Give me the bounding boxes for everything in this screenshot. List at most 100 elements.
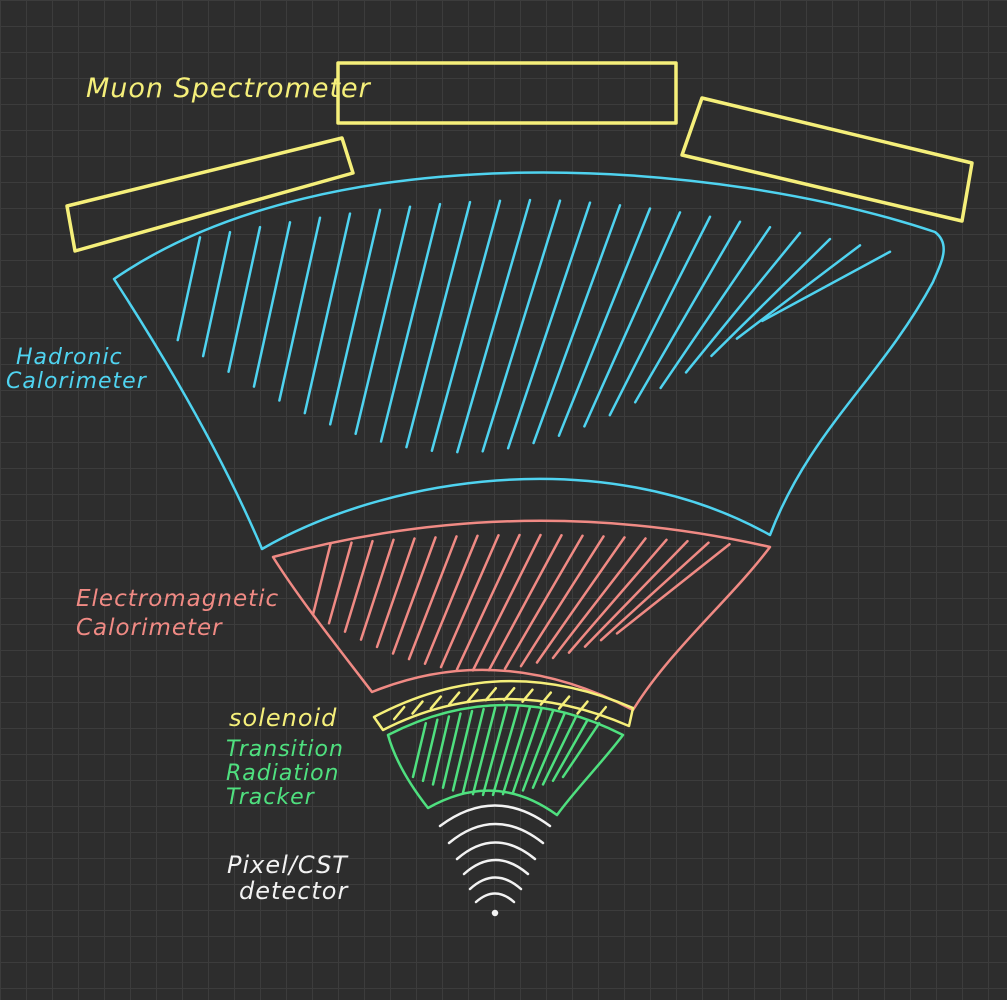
em-hatch-stroke bbox=[487, 534, 563, 672]
muon-spectrometer-chambers bbox=[65, 61, 974, 253]
hadronic-calorimeter bbox=[112, 171, 945, 551]
em-hatch-stroke bbox=[407, 535, 458, 661]
hadronic-outline bbox=[112, 171, 945, 551]
em-hatch-stroke bbox=[503, 534, 584, 670]
pixel-label-line-1: Pixel/CST bbox=[227, 851, 348, 879]
pixel-label-line-2: detector bbox=[239, 877, 349, 906]
hadronic-hatch-stroke bbox=[761, 250, 892, 323]
trt-hatch-stroke bbox=[411, 721, 428, 779]
hadronic-hatch-stroke bbox=[405, 200, 472, 449]
em-hatch-stroke bbox=[391, 536, 437, 655]
muon-chamber-left bbox=[65, 136, 355, 253]
hadronic-hatch-stroke bbox=[532, 203, 622, 445]
em-hatch-stroke bbox=[615, 542, 731, 635]
trt-hatching bbox=[411, 705, 601, 797]
trt-hatch-stroke bbox=[431, 715, 451, 786]
muon-spectrometer-label: Muon Spectrometer bbox=[86, 74, 371, 104]
hadronic-label-line-1: Hadronic bbox=[16, 345, 123, 370]
trt-hatch-stroke bbox=[461, 707, 485, 794]
hadronic-hatch-stroke bbox=[176, 236, 202, 342]
em-hatch-stroke bbox=[599, 541, 710, 642]
hadronic-hatch-stroke bbox=[456, 198, 532, 454]
solenoid-hatch-stroke bbox=[521, 688, 534, 703]
solenoid-outline bbox=[372, 679, 635, 732]
em-calorimeter-label: Electromagnetic Calorimeter bbox=[76, 586, 280, 642]
trt-hatch-stroke bbox=[481, 705, 508, 797]
trt-hatch-stroke bbox=[421, 718, 439, 783]
hadronic-hatch-stroke bbox=[684, 231, 802, 374]
hadronic-hatch-stroke bbox=[328, 208, 382, 426]
hadronic-hatch-stroke bbox=[608, 215, 712, 417]
solenoid bbox=[372, 679, 635, 732]
trt-hatch-stroke bbox=[511, 707, 543, 794]
hadronic-calorimeter-label: Hadronic Calorimeter bbox=[6, 345, 147, 394]
em-hatch-stroke bbox=[343, 539, 374, 633]
hadronic-hatch-stroke bbox=[481, 199, 562, 453]
em-hatch-stroke bbox=[311, 542, 332, 616]
em-hatch-stroke bbox=[455, 533, 521, 671]
pixel-arc-4 bbox=[462, 858, 530, 876]
em-hatch-stroke bbox=[535, 536, 626, 664]
hadronic-hatch-stroke bbox=[430, 199, 502, 453]
solenoid-hatching bbox=[392, 686, 608, 721]
trt bbox=[386, 703, 625, 817]
solenoid-label-text: solenoid bbox=[229, 704, 338, 732]
solenoid-hatch-stroke bbox=[576, 700, 589, 715]
trt-hatch-stroke bbox=[541, 715, 578, 786]
hadronic-hatch-stroke bbox=[379, 202, 442, 443]
em-hatch-stroke bbox=[519, 535, 605, 668]
em-hatch-stroke bbox=[359, 538, 395, 641]
em-hatch-stroke bbox=[439, 534, 500, 669]
trt-hatch-stroke bbox=[531, 712, 566, 789]
em-hatch-stroke bbox=[567, 538, 668, 654]
trt-hatch-stroke bbox=[521, 709, 555, 792]
solenoid-hatch-stroke bbox=[392, 705, 406, 721]
interaction-point bbox=[491, 909, 499, 917]
trt-outline bbox=[386, 703, 625, 817]
trt-hatch-stroke bbox=[551, 718, 589, 783]
hadronic-hatch-stroke bbox=[583, 211, 682, 428]
em-label-line-2: Calorimeter bbox=[76, 615, 223, 642]
hadronic-hatch-stroke bbox=[506, 201, 592, 450]
trt-hatch-stroke bbox=[561, 721, 601, 779]
hadronic-hatch-stroke bbox=[659, 225, 772, 390]
solenoid-label: solenoid bbox=[229, 704, 338, 732]
pixel-arc-2 bbox=[447, 822, 545, 845]
trt-hatch-stroke bbox=[471, 706, 497, 796]
pixel-arc-3 bbox=[455, 841, 537, 861]
trt-label-line-3: Tracker bbox=[226, 785, 315, 811]
muon-chamber-top bbox=[336, 61, 678, 125]
em-hatch-stroke bbox=[583, 539, 689, 648]
solenoid-hatch-stroke bbox=[484, 686, 498, 702]
muon-label-text: Muon Spectrometer bbox=[86, 73, 371, 104]
hadronic-hatch-stroke bbox=[303, 212, 352, 415]
solenoid-hatch-stroke bbox=[539, 691, 553, 706]
muon-chamber-right bbox=[680, 96, 974, 223]
em-hatch-stroke bbox=[327, 541, 353, 625]
pixel-detector-label: Pixel/CST detector bbox=[227, 852, 348, 905]
solenoid-hatch-stroke bbox=[557, 695, 571, 710]
trt-hatch-stroke bbox=[451, 709, 474, 792]
trt-hatch-stroke bbox=[491, 705, 520, 797]
pixel-arc-1 bbox=[438, 804, 552, 828]
hadronic-hatch-stroke bbox=[278, 216, 322, 402]
solenoid-hatch-stroke bbox=[502, 686, 516, 702]
hadronic-hatch-stroke bbox=[710, 237, 832, 358]
trt-hatch-stroke bbox=[501, 706, 532, 796]
hadronic-hatch-stroke bbox=[633, 220, 742, 404]
solenoid-hatch-stroke bbox=[447, 691, 461, 706]
em-label-line-1: Electromagnetic bbox=[76, 586, 280, 612]
solenoid-hatch-stroke bbox=[466, 688, 479, 703]
hadronic-hatch-stroke bbox=[735, 244, 862, 340]
solenoid-hatch-stroke bbox=[594, 705, 608, 721]
solenoid-hatch-stroke bbox=[411, 700, 424, 715]
hadronic-hatch-stroke bbox=[252, 221, 292, 388]
em-hatching bbox=[311, 533, 731, 672]
trt-label: Transition Radiation Tracker bbox=[226, 737, 344, 811]
trt-hatch-stroke bbox=[441, 712, 462, 789]
hadronic-hatch-stroke bbox=[227, 225, 262, 373]
em-outline bbox=[271, 519, 772, 712]
pixel-arc-6 bbox=[474, 892, 516, 904]
pixel-arc-5 bbox=[468, 876, 523, 891]
